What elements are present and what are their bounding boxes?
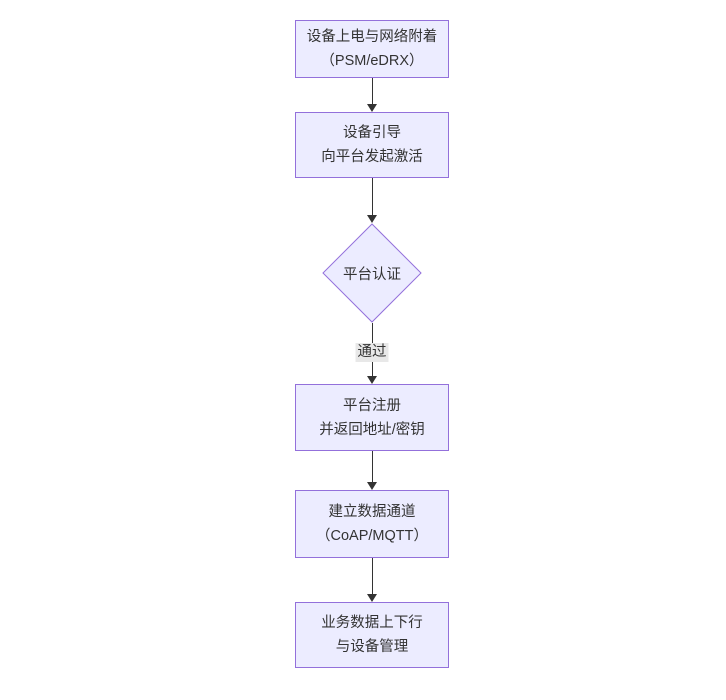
diamond-shape-icon <box>322 223 422 323</box>
arrow-line <box>371 78 373 104</box>
node-platform-register[interactable]: 平台注册 并返回地址/密钥 <box>295 384 449 451</box>
node-line: 业务数据上下行 <box>321 615 423 631</box>
node-line: 建立数据通道 <box>328 504 416 520</box>
edge-label-pass: 通过 <box>355 343 389 362</box>
arrowhead-icon <box>367 215 377 223</box>
decision-platform-auth[interactable]: 平台认证 <box>322 223 422 323</box>
node-line: 并返回地址/密钥 <box>319 421 425 438</box>
node-power-network-attach[interactable]: 设备上电与网络附着 （PSM/eDRX） <box>295 20 449 78</box>
node-device-bootstrap[interactable]: 设备引导 向平台发起激活 <box>295 112 449 178</box>
node-line: （CoAP/MQTT） <box>316 528 428 544</box>
node-line: 与设备管理 <box>335 639 409 655</box>
arrowhead-icon <box>367 482 377 490</box>
node-line: 平台注册 <box>343 397 401 414</box>
arrowhead-icon <box>367 594 377 602</box>
node-line: 设备上电与网络附着 <box>306 29 438 45</box>
arrow-line <box>371 451 373 482</box>
node-line: 平台认证 <box>343 266 401 283</box>
node-business-data-mgmt[interactable]: 业务数据上下行 与设备管理 <box>295 602 449 668</box>
arrow-line <box>371 178 373 215</box>
node-line: 设备引导 <box>343 125 401 141</box>
node-line: 向平台发起激活 <box>321 149 423 165</box>
arrowhead-icon <box>367 376 377 384</box>
arrowhead-icon <box>367 104 377 112</box>
node-data-channel[interactable]: 建立数据通道 （CoAP/MQTT） <box>295 490 449 558</box>
node-line: （PSM/eDRX） <box>320 53 424 69</box>
arrow-line <box>371 558 373 594</box>
